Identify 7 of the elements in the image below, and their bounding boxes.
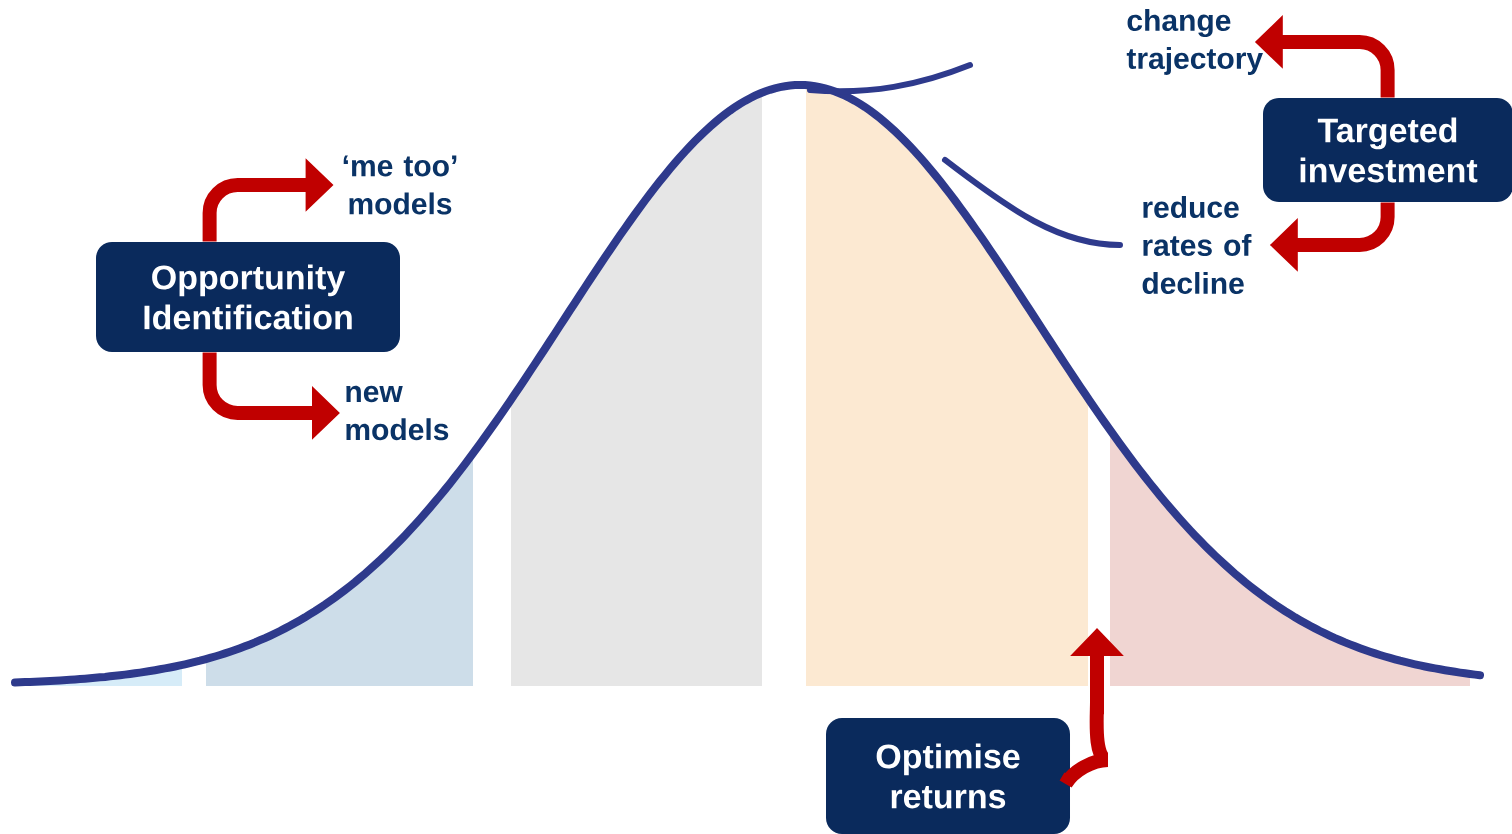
- label-text: ‘me too’ models: [343, 155, 457, 215]
- process-box: Optimise returns: [826, 718, 1070, 834]
- label-text: change trajectory: [1126, 9, 1263, 75]
- label-text: reduce rates of decline: [1142, 196, 1252, 294]
- process-box: Targeted investment: [1263, 98, 1512, 202]
- process-box: Opportunity Identification: [96, 242, 400, 352]
- label-text: new models: [346, 385, 449, 441]
